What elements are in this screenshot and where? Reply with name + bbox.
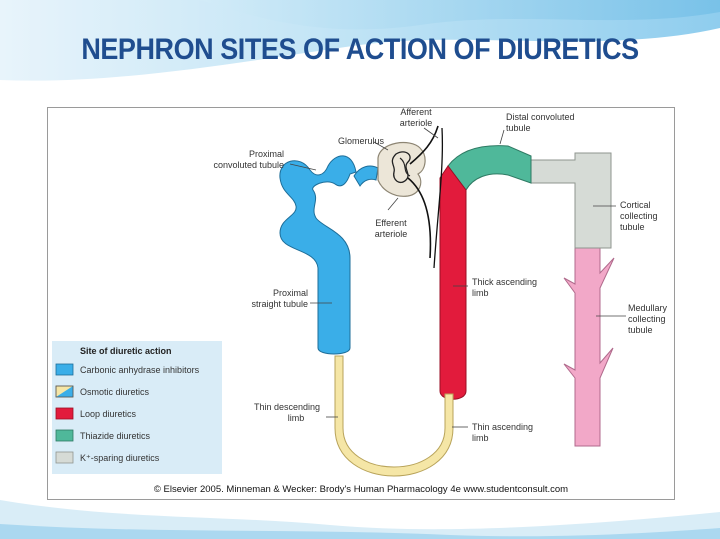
label-proximal-convoluted: Proximal [249, 149, 284, 159]
label-glomerulus: Glomerulus [338, 136, 385, 146]
header-wave-accent [200, 0, 720, 30]
label-cortical-collecting-2: collecting [620, 211, 658, 221]
legend-swatch-carbonic-anhydrase [55, 363, 74, 376]
distal-convoluted-tubule [447, 145, 532, 191]
label-thick-ascending: Thick ascending [472, 277, 537, 287]
legend-swatch-loop [55, 407, 74, 420]
footer-wave-accent [0, 524, 720, 539]
proximal-tubule [279, 155, 379, 355]
legend-label-loop: Loop diuretics [80, 409, 137, 419]
label-efferent-arteriole-2: arteriole [375, 229, 408, 239]
medullary-collecting-duct [563, 247, 615, 447]
nephron-diagram: Afferent arteriole Glomerulus Proximal c… [52, 108, 668, 495]
legend-label-k-sparing: K⁺-sparing diuretics [80, 453, 160, 463]
label-proximal-straight-2: straight tubule [251, 299, 308, 309]
legend: Site of diuretic action Carbonic anhydra… [52, 341, 222, 474]
label-medullary-collecting: Medullary [628, 303, 668, 313]
footer-wave [0, 500, 720, 539]
cortical-collecting-duct [530, 152, 612, 249]
label-thin-ascending-2: limb [472, 433, 489, 443]
legend-swatch-thiazide [55, 429, 74, 442]
label-thick-ascending-2: limb [472, 288, 489, 298]
label-proximal-convoluted-2: convoluted tubule [213, 160, 284, 170]
leader-lines [289, 127, 626, 428]
arterioles [407, 125, 444, 269]
thin-limbs-loop [334, 355, 454, 477]
figure-credit: © Elsevier 2005. Minneman & Wecker: Brod… [154, 484, 568, 495]
label-efferent-arteriole: Efferent [375, 218, 407, 228]
legend-swatch-k-sparing [55, 451, 74, 464]
thick-ascending-limb [439, 165, 467, 400]
header-wave [0, 0, 720, 81]
legend-swatch-osmotic [55, 385, 74, 398]
structure-labels: Afferent arteriole Glomerulus Proximal c… [213, 108, 667, 443]
label-medullary-collecting-3: tubule [628, 325, 653, 335]
legend-label-thiazide: Thiazide diuretics [80, 431, 151, 441]
label-distal-convoluted: Distal convoluted [506, 112, 575, 122]
legend-background [52, 341, 222, 474]
label-thin-descending: Thin descending [254, 402, 320, 412]
label-afferent-arteriole: Afferent [400, 108, 432, 117]
legend-label-osmotic: Osmotic diuretics [80, 387, 150, 397]
label-thin-descending-2: limb [288, 413, 305, 423]
legend-title: Site of diuretic action [80, 346, 172, 356]
label-thin-ascending: Thin ascending [472, 422, 533, 432]
label-medullary-collecting-2: collecting [628, 314, 666, 324]
label-proximal-straight: Proximal [273, 288, 308, 298]
nephron-figure: Afferent arteriole Glomerulus Proximal c… [47, 107, 675, 500]
label-cortical-collecting-3: tubule [620, 222, 645, 232]
label-afferent-arteriole-2: arteriole [400, 118, 433, 128]
label-cortical-collecting: Cortical [620, 200, 651, 210]
legend-label-carbonic-anhydrase: Carbonic anhydrase inhibitors [80, 365, 200, 375]
label-distal-convoluted-2: tubule [506, 123, 531, 133]
slide-title: NEPHRON SITES OF ACTION OF DIURETICS [81, 33, 639, 66]
